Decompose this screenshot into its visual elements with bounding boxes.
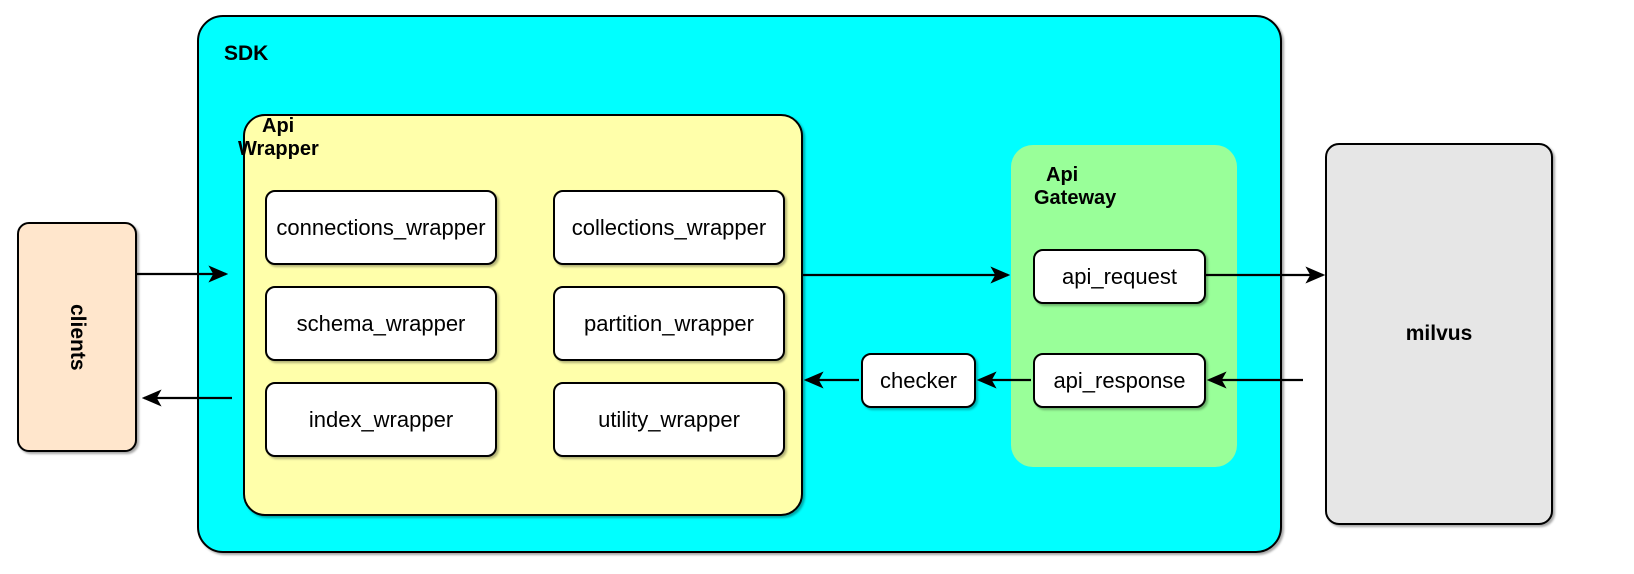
module-api-request[interactable]: api_request bbox=[1033, 249, 1206, 304]
clients-box[interactable]: clients bbox=[17, 222, 137, 452]
module-index-wrapper[interactable]: index_wrapper bbox=[265, 382, 497, 457]
module-schema-wrapper[interactable]: schema_wrapper bbox=[265, 286, 497, 361]
milvus-box[interactable]: milvus bbox=[1325, 143, 1553, 525]
module-api-response[interactable]: api_response bbox=[1033, 353, 1206, 408]
milvus-label: milvus bbox=[1405, 322, 1473, 345]
module-partition-wrapper[interactable]: partition_wrapper bbox=[553, 286, 785, 361]
module-connections-wrapper[interactable]: connections_wrapper bbox=[265, 190, 497, 265]
api-gateway-container[interactable] bbox=[1011, 145, 1237, 467]
module-collections-wrapper[interactable]: collections_wrapper bbox=[553, 190, 785, 265]
clients-label: clients bbox=[66, 303, 89, 371]
module-checker[interactable]: checker bbox=[861, 353, 976, 408]
module-utility-wrapper[interactable]: utility_wrapper bbox=[553, 382, 785, 457]
